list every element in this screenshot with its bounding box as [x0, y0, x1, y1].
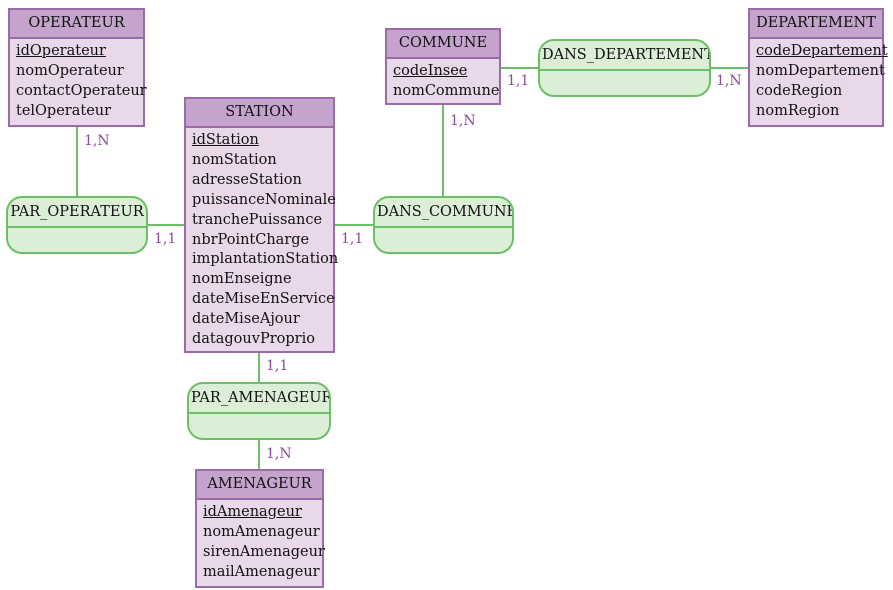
cardinality-operateur-par-operateur: 1,N — [84, 133, 110, 149]
entity-departement[interactable]: DEPARTEMENT codeDepartement nomDeparteme… — [748, 8, 888, 127]
cardinality-commune-dans-departement: 1,1 — [507, 73, 530, 89]
attribute-nom-station: nomStation — [192, 151, 277, 168]
entity-operateur-attributes: idOperateur nomOperateur contactOperateu… — [10, 39, 147, 122]
attribute-nom-amenageur: nomAmenageur — [203, 523, 320, 540]
attribute-date-mise-ajour: dateMiseAjour — [192, 311, 300, 328]
attribute-date-mise-en-service: dateMiseEnService — [192, 291, 335, 308]
attribute-code-departement: codeDepartement — [756, 43, 888, 59]
attribute-implantation-station: implantationStation — [192, 251, 339, 268]
entity-amenageur[interactable]: AMENAGEUR idAmenageur nomAmenageur siren… — [195, 469, 325, 588]
association-par-amenageur-label: PAR_AMENAGEUR — [189, 384, 329, 414]
entity-departement-attributes: codeDepartement nomDepartement codeRegio… — [750, 39, 888, 122]
attribute-nom-departement: nomDepartement — [756, 62, 885, 79]
attribute-tel-operateur: telOperateur — [16, 102, 112, 119]
attribute-id-station: idStation — [192, 132, 259, 148]
attribute-code-insee: codeInsee — [393, 63, 468, 79]
attribute-nom-enseigne: nomEnseigne — [192, 271, 292, 288]
attribute-nbr-point-charge: nbrPointCharge — [192, 231, 310, 248]
attribute-nom-operateur: nomOperateur — [16, 62, 124, 79]
attribute-tranche-puissance: tranchePuissance — [192, 211, 323, 228]
attribute-id-amenageur: idAmenageur — [203, 504, 302, 520]
cardinality-station-par-amenageur: 1,1 — [266, 358, 289, 374]
attribute-contact-operateur: contactOperateur — [16, 82, 147, 99]
association-dans-departement-label: DANS_DEPARTEMENT — [540, 41, 709, 71]
cardinality-commune-dans-commune: 1,N — [450, 113, 476, 129]
attribute-nom-commune: nomCommune — [393, 82, 500, 99]
entity-commune[interactable]: COMMUNE codeInsee nomCommune — [385, 28, 501, 105]
entity-operateur[interactable]: OPERATEUR idOperateur nomOperateur conta… — [8, 8, 147, 127]
cardinality-station-par-operateur: 1,1 — [154, 231, 177, 247]
attribute-nom-region: nomRegion — [756, 102, 840, 119]
entity-station-title: STATION — [186, 99, 333, 128]
association-par-operateur-label: PAR_OPERATEUR — [8, 198, 146, 228]
attribute-adresse-station: adresseStation — [192, 171, 302, 188]
cardinality-amenageur-par-amenageur: 1,N — [266, 446, 292, 462]
attribute-siren-amenageur: sirenAmenageur — [203, 543, 325, 560]
association-dans-commune[interactable]: DANS_COMMUNE — [373, 196, 514, 254]
association-dans-departement[interactable]: DANS_DEPARTEMENT — [538, 39, 711, 97]
entity-amenageur-title: AMENAGEUR — [197, 471, 322, 500]
association-par-amenageur[interactable]: PAR_AMENAGEUR — [187, 382, 331, 440]
cardinality-departement-dans-departement: 1,N — [716, 73, 742, 89]
attribute-mail-amenageur: mailAmenageur — [203, 563, 320, 580]
association-dans-commune-label: DANS_COMMUNE — [375, 198, 512, 228]
attribute-code-region: codeRegion — [756, 82, 843, 99]
entity-commune-attributes: codeInsee nomCommune — [387, 59, 499, 102]
attribute-datagouv-proprio: datagouvProprio — [192, 331, 315, 348]
association-par-operateur[interactable]: PAR_OPERATEUR — [6, 196, 148, 254]
attribute-puissance-nominale: puissanceNominale — [192, 191, 336, 208]
entity-station[interactable]: STATION idStation nomStation adresseStat… — [184, 97, 339, 353]
entity-station-attributes: idStation nomStation adresseStation puis… — [186, 128, 339, 350]
attribute-id-operateur: idOperateur — [16, 43, 106, 59]
entity-commune-title: COMMUNE — [387, 30, 499, 59]
entity-amenageur-attributes: idAmenageur nomAmenageur sirenAmenageur … — [197, 500, 325, 583]
entity-operateur-title: OPERATEUR — [10, 10, 143, 39]
entity-departement-title: DEPARTEMENT — [750, 10, 882, 39]
cardinality-station-dans-commune: 1,1 — [341, 231, 364, 247]
